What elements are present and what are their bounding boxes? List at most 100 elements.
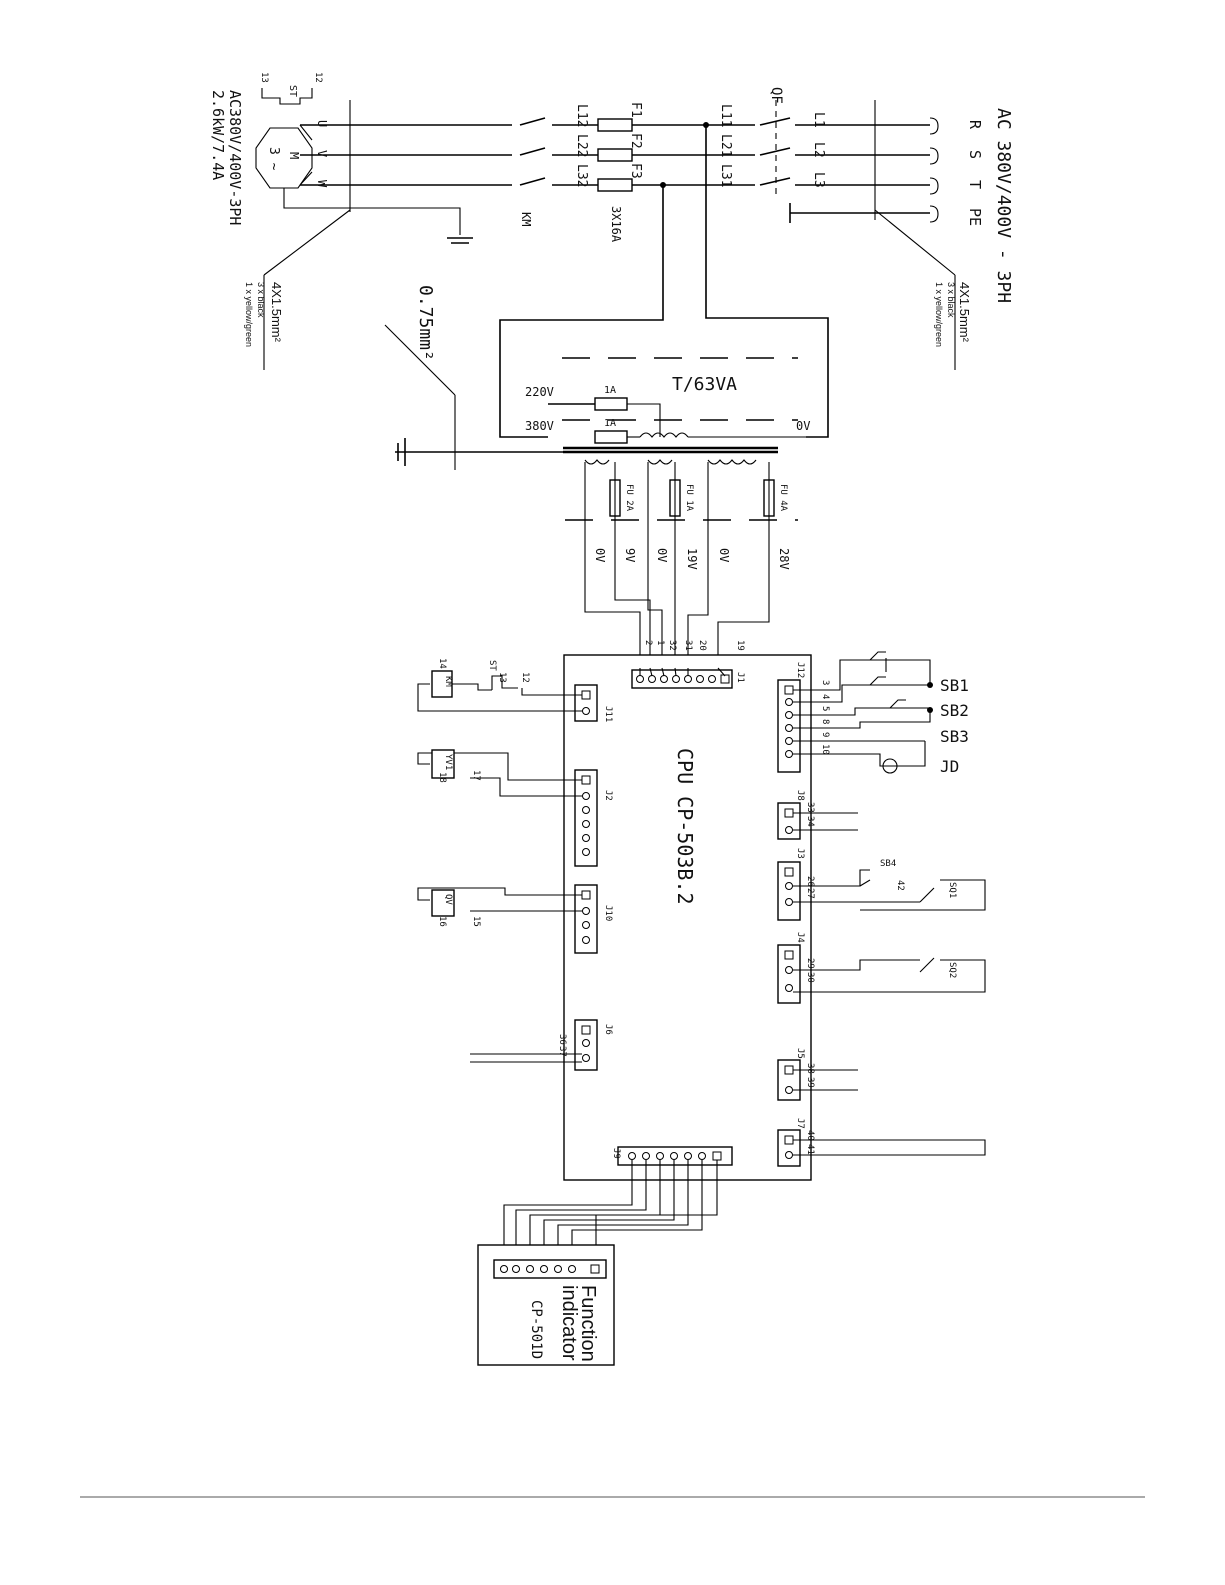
j8-pin: 34 [805, 816, 815, 827]
secondary-output: 0V [655, 548, 669, 562]
j12-pin: 10 [820, 744, 830, 755]
j12-pin: 3 [820, 680, 830, 685]
secondary-fuse: FU 1A [684, 484, 694, 512]
ground-wire-label: 0.75mm² [415, 285, 436, 361]
breaker-line-in: L1 [811, 112, 826, 128]
connector-label: J11 [603, 706, 613, 722]
j11-pin: 14 [437, 658, 447, 669]
secondary-output: 28V [777, 548, 791, 570]
j12-pin: 5 [820, 706, 830, 711]
button-label: SB2 [940, 701, 969, 720]
connector-label: J4 [795, 932, 805, 943]
j3-pin: 27 [805, 888, 815, 899]
secondary-output: 19V [685, 548, 699, 570]
j1-pin: 2 [643, 640, 653, 645]
button-label: SB3 [940, 727, 969, 746]
connector-label: J3 [795, 848, 805, 859]
secondary-output: 0V [593, 548, 607, 562]
limit-switch-label: SQ2 [947, 962, 957, 978]
j1-pin: 31 [683, 640, 693, 651]
j2-pin: 17 [471, 770, 481, 781]
connector-label: J7 [795, 1118, 805, 1129]
fuse-line-out: L32 [574, 164, 589, 187]
buzzer-label: JD [940, 757, 959, 776]
motor-cable-note: 3 x black [256, 282, 266, 318]
main-fuses: F1 F2 F3 3X16A L12 L22 L32 [574, 102, 666, 243]
fuse-label: F1 [628, 102, 643, 118]
connector-label: J9 [611, 1148, 621, 1159]
supply-cable-label: 4X1.5mm² [957, 282, 972, 343]
supply-cable-note: 1 x yellow/green [934, 282, 944, 347]
breaker-line-out: L31 [718, 164, 733, 187]
sb4-pin: 42 [895, 880, 905, 891]
j1-pin: 32 [667, 640, 677, 651]
indicator-title: Function [577, 1285, 599, 1362]
tap-fuse-label: 1A [604, 418, 616, 429]
motor-switch-term: 12 [313, 72, 323, 83]
j8-pin: 33 [805, 802, 815, 813]
j4-pin: 30 [805, 972, 815, 983]
fuse-line-out: L12 [574, 104, 589, 127]
breaker-line-out: L11 [718, 104, 733, 127]
st-label: ST [487, 660, 497, 671]
phase-label: PE [966, 208, 984, 226]
j2-pin: 18 [437, 772, 447, 783]
supply-cable-note: 3 x black [946, 282, 956, 318]
cpu-board: CPU CP-503B.2 J1 2 1 32 31 20 19 J12 3 4… [417, 640, 986, 1260]
connector-label: J5 [795, 1048, 805, 1059]
connector-label: J6 [603, 1024, 613, 1035]
breaker-line-out: L21 [718, 134, 733, 157]
motor-switch-term: 13 [259, 72, 269, 83]
motor-symbol: M [287, 152, 301, 159]
motor-terminal: V [315, 150, 329, 157]
j1-pin: 19 [735, 640, 745, 651]
button-label: SB1 [940, 676, 969, 695]
j4-pin: 29 [805, 958, 815, 969]
transformer-tap: 0V [796, 419, 810, 433]
transformer-label: T/63VA [672, 374, 737, 395]
supply-title: AC 380V/400V - 3PH [993, 108, 1014, 303]
connector-label: J1 [735, 672, 745, 683]
connector-label: J10 [603, 905, 613, 921]
fuse-rating: 3X16A [609, 206, 623, 243]
fuse-label: F2 [628, 133, 643, 149]
j6-pin: 36 [557, 1034, 567, 1045]
j12-pin: 4 [820, 694, 830, 699]
phase-label: T [966, 180, 984, 189]
phase-label: S [966, 150, 984, 159]
connector-label: J8 [795, 790, 805, 801]
transformer-tap: 380V [525, 419, 554, 433]
power-supply: AC 380V/400V - 3PH R S T PE 4X1.5mm² 3 x… [874, 108, 1014, 370]
j10-pin: 15 [471, 916, 481, 927]
secondary-output: 9V [623, 548, 637, 562]
indicator-title: indicator [558, 1285, 580, 1361]
breaker-label: QF [768, 87, 784, 104]
coil-label: YV1 [443, 754, 453, 770]
j7-pin: 40 [805, 1130, 815, 1141]
indicator-model: CP-501D [528, 1300, 544, 1359]
phase-label: R [966, 120, 984, 130]
breaker-line-in: L2 [811, 142, 826, 158]
j12-pin: 9 [820, 732, 830, 737]
breaker-line-in: L3 [811, 172, 826, 188]
motor-symbol-phase: 3 ~ [266, 147, 281, 171]
j12-pin: 8 [820, 719, 830, 724]
coil-label: QV [443, 894, 453, 905]
motor-rating: AC380V/400V-3PH [226, 90, 244, 225]
motor-cable-note: 1 x yellow/green [244, 282, 254, 347]
connector-label: J2 [603, 790, 613, 801]
cpu-label: CPU CP-503B.2 [673, 748, 697, 905]
j3-pin: 26 [805, 876, 815, 887]
transformer-tap: 220V [525, 385, 554, 399]
j7-pin: 41 [805, 1144, 815, 1155]
j1-pin: 1 [655, 640, 665, 645]
j10-pin: 16 [437, 916, 447, 927]
transformer: 0.75mm² T/63VA 220V 380V 0V 1A 1A FU 2A … [384, 125, 829, 668]
motor-terminal: W [315, 180, 329, 188]
motor-switch-label: ST [287, 85, 298, 97]
motor-terminal: U [315, 120, 329, 127]
sb4-label: SB4 [880, 859, 896, 869]
j6-pin: 37 [557, 1046, 567, 1057]
secondary-fuse: FU 2A [624, 484, 634, 512]
